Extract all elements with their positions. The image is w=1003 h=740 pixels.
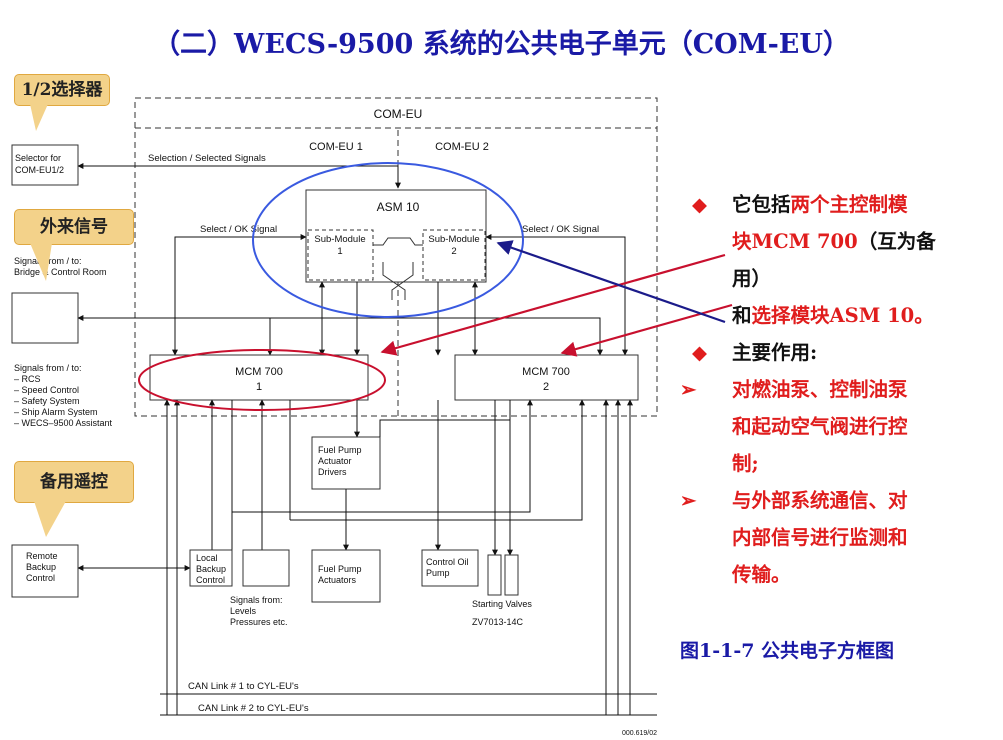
remote-backup-box <box>11 544 79 598</box>
callout-selector-text: 1/2选择器 <box>21 80 103 100</box>
mcm700-2-line1: MCM 700 <box>522 366 570 378</box>
control-oil-box <box>421 549 479 587</box>
signals-levels-line1: Signals from: <box>230 595 283 605</box>
selector-box-line1: Selector for <box>15 153 61 163</box>
doc-number: 000.619/02 <box>622 730 657 737</box>
asm-navy-arrow <box>496 240 726 324</box>
mcm2-red-arrow <box>560 303 733 357</box>
select-ok-right-label: Select / OK Signal <box>522 224 599 235</box>
mcm700-1-box <box>149 354 369 401</box>
bullet-main-functions: ◆ 主要作用: <box>680 334 998 371</box>
com-eu2-label: COM-EU 2 <box>435 141 489 153</box>
summary-bullets: ◆ 它包括两个主控制模 块MCM 700（互为备 用） 和选择模块ASM 10。… <box>680 186 998 593</box>
selector-box-line2: COM-EU1/2 <box>15 165 64 175</box>
submodule2-line1: Sub-Module <box>428 234 479 245</box>
sub-bullet-communication: ➢ 与外部系统通信、对 <box>680 482 998 519</box>
diamond-icon: ◆ <box>692 341 707 364</box>
callout-selector-tail <box>30 104 48 131</box>
page-title: （二）WECS-9500 系统的公共电子单元（COM-EU） <box>153 29 850 60</box>
selection-signals-label: Selection / Selected Signals <box>148 153 266 164</box>
com-eu1-label: COM-EU 1 <box>309 141 363 153</box>
sub-bullet-pump-control: ➢ 对燃油泵、控制油泵 <box>680 371 998 408</box>
signals-bridge-line2: Bridge & Control Room <box>14 267 107 277</box>
asm10-label: ASM 10 <box>377 200 420 214</box>
arrow-bullet-icon: ➢ <box>680 489 697 512</box>
remote-backup-line3: Control <box>26 573 55 583</box>
com-eu-label: COM-EU <box>374 107 423 121</box>
asm10-highlight-ellipse <box>252 162 524 318</box>
mcm700-1-highlight-ellipse <box>138 349 386 411</box>
local-backup-line2: Backup <box>196 564 226 574</box>
fuel-actuators-line1: Fuel Pump <box>318 564 362 574</box>
levels-box <box>242 549 290 587</box>
can-link-2-label: CAN Link # 2 to CYL-EU's <box>198 703 309 714</box>
signals-list-line3: – Speed Control <box>14 385 79 395</box>
fuel-drivers-line3: Drivers <box>318 467 347 477</box>
fuel-actuators-box <box>311 549 381 603</box>
signals-list-line2: – RCS <box>14 374 41 384</box>
mcm1-red-arrow <box>380 253 726 356</box>
figure-caption: 图1-1-7 公共电子方框图 <box>680 640 895 662</box>
callout-backup-text: 备用遥控 <box>40 472 108 492</box>
remote-backup-line1: Remote <box>26 551 58 561</box>
fuel-drivers-box <box>311 436 381 490</box>
signals-list-line4: – Safety System <box>14 396 80 406</box>
submodule2-line2: 2 <box>451 246 456 257</box>
starting-valve-1 <box>487 554 502 596</box>
mcm700-2-line2: 2 <box>543 381 549 393</box>
fuel-drivers-line2: Actuator <box>318 456 352 466</box>
submodule1-line1: Sub-Module <box>314 234 365 245</box>
starting-valves-line2: ZV7013-14C <box>472 617 524 627</box>
callout-external-text: 外来信号 <box>40 217 108 237</box>
submodule1-box <box>307 229 374 281</box>
arrow-bullet-icon: ➢ <box>680 378 697 401</box>
fuel-actuators-line2: Actuators <box>318 575 357 585</box>
remote-backup-line2: Backup <box>26 562 56 572</box>
local-backup-line3: Control <box>196 575 225 585</box>
signals-levels-line3: Pressures etc. <box>230 617 288 627</box>
can-link-1-label: CAN Link # 1 to CYL-EU's <box>188 681 299 692</box>
local-backup-box <box>189 549 233 587</box>
submodule2-box <box>422 229 486 281</box>
callout-backup-tail <box>34 501 66 537</box>
bridge-box <box>11 292 79 344</box>
signals-levels-line2: Levels <box>230 606 257 616</box>
callout-external: 外来信号 <box>14 209 134 245</box>
fuel-drivers-line1: Fuel Pump <box>318 445 362 455</box>
mcm700-2-box <box>454 354 639 401</box>
bullet-components: ◆ 它包括两个主控制模 <box>680 186 998 223</box>
control-oil-line2: Pump <box>426 568 450 578</box>
mcm700-1-line2: 1 <box>256 381 262 393</box>
signals-list-line6: – WECS–9500 Assistant <box>14 418 113 428</box>
signals-list-line1: Signals from / to: <box>14 363 82 373</box>
mcm700-1-line1: MCM 700 <box>235 366 283 378</box>
callout-external-tail <box>30 243 52 281</box>
com-eu-outer-box <box>134 97 658 417</box>
signals-list-line5: – Ship Alarm System <box>14 407 98 417</box>
starting-valve-2 <box>504 554 519 596</box>
select-ok-left-label: Select / OK Signal <box>200 224 277 235</box>
diamond-icon: ◆ <box>692 193 707 216</box>
starting-valves-line1: Starting Valves <box>472 599 532 609</box>
callout-selector: 1/2选择器 <box>14 74 110 106</box>
callout-backup: 备用遥控 <box>14 461 134 503</box>
submodule1-line2: 1 <box>337 246 342 257</box>
control-oil-line1: Control Oil <box>426 557 469 567</box>
local-backup-line1: Local <box>196 553 218 563</box>
